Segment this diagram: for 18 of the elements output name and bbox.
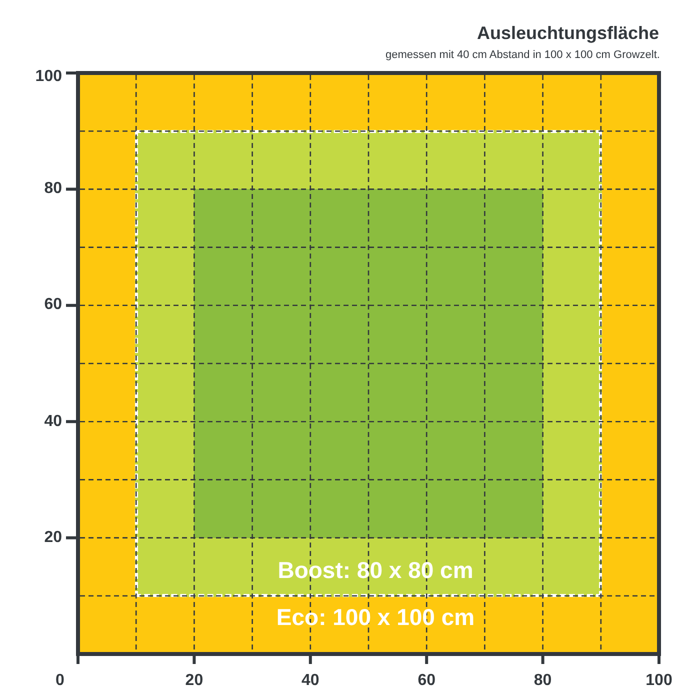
core-coverage-area <box>194 189 543 538</box>
inner-coverage-area <box>135 130 602 597</box>
chart-title: Ausleuchtungsfläche <box>476 22 659 44</box>
axis-tick-label: 20 <box>44 528 62 548</box>
axis-tick-label: 40 <box>44 412 62 432</box>
axis-tick-label: 0 <box>56 671 64 691</box>
axis-tick-label: 80 <box>44 179 62 200</box>
subtitle: gemessen mit 40 cm Abstand in 100 x 100 cm Growzelt. <box>385 48 660 62</box>
axis-tick-label: 80 <box>534 671 552 691</box>
axis-tick-label: 100 <box>646 671 672 691</box>
axis-tick-label: 60 <box>418 671 436 691</box>
outer-coverage-area <box>76 71 661 656</box>
zone-label: Boost: 80 x 80 cm <box>278 556 474 585</box>
axis-tick-label: 20 <box>185 671 204 691</box>
axis-tick-label: 60 <box>44 295 62 316</box>
axis-tick-label: 40 <box>302 671 320 691</box>
axis-tick-label: 100 <box>35 67 62 87</box>
zone-label: Eco: 100 x 100 cm <box>276 603 475 632</box>
